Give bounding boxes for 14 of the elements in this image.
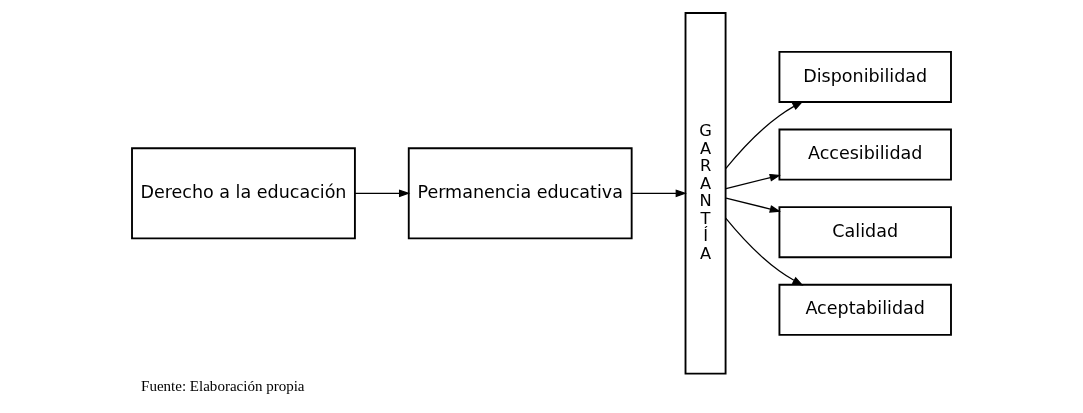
arrow [725,217,804,286]
arrow [725,197,781,213]
caption: Fuente: Elaboración propia [141,377,305,394]
arrow [354,189,411,198]
node-box: Calidad [778,206,952,259]
arrow [725,173,781,190]
node-box: G A R A N T Í A [684,12,727,375]
node-box: Aceptabilidad [778,283,952,336]
arrow [631,189,687,198]
node-box: Derecho a la educación [131,147,356,240]
node-box: Accesibilidad [778,128,952,181]
arrow [725,101,804,170]
node-box: Permanencia educativa [407,147,633,240]
node-box: Disponibilidad [778,50,952,103]
